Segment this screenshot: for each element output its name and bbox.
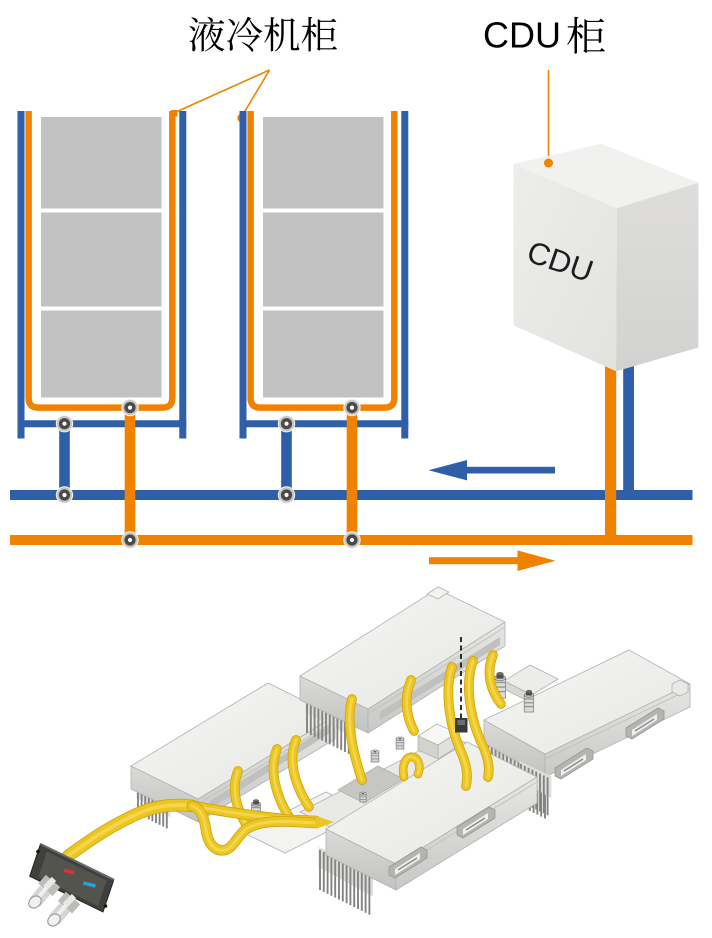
- svg-text:CDU: CDU: [483, 15, 561, 56]
